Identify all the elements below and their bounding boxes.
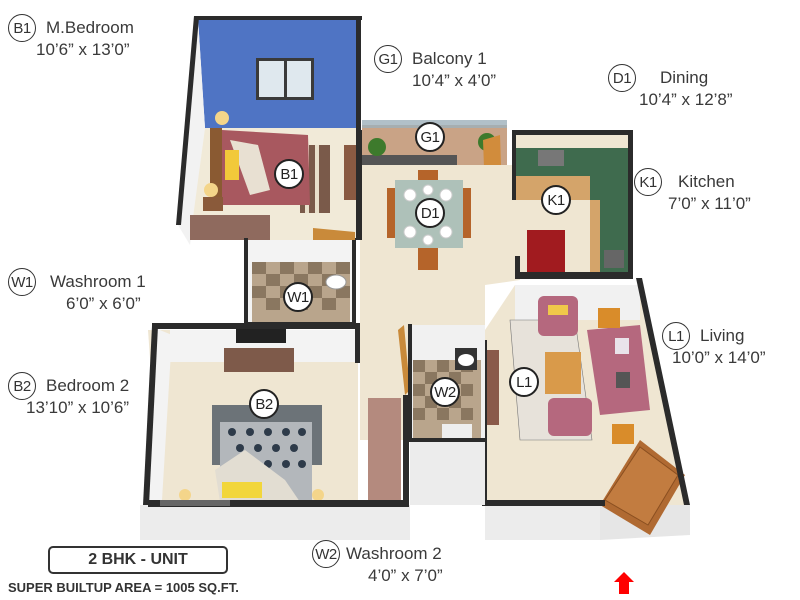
room-code-badge: L1: [662, 322, 690, 350]
callout-bedroom-2: B2 Bedroom 2 13’10” x 10’6”: [8, 372, 129, 418]
room-dimensions: 4’0” x 7’0”: [368, 566, 443, 585]
room-code-badge: W2: [312, 540, 340, 568]
room-name: Balcony 1: [412, 49, 487, 68]
super-builtup-area: SUPER BUILTUP AREA = 1005 SQ.FT.: [8, 580, 239, 595]
room-dimensions: 6’0” x 6’0”: [66, 294, 141, 313]
plan-badge-k1: K1: [541, 185, 571, 215]
room-name: M.Bedroom: [46, 18, 134, 37]
unit-type-label: 2 BHK - UNIT: [48, 546, 228, 574]
plan-badge-b1: B1: [274, 159, 304, 189]
callout-washroom-2: W2 Washroom 2 4’0” x 7’0”: [312, 540, 443, 586]
room-code-badge: B2: [8, 372, 36, 400]
room-dimensions: 7’0” x 11’0”: [668, 194, 751, 213]
callout-washroom-1: W1 Washroom 1 6’0” x 6’0”: [8, 268, 146, 314]
room-code-badge: W1: [8, 268, 36, 296]
room-name: Dining: [660, 68, 709, 87]
room-name: Kitchen: [678, 172, 735, 191]
up-arrow-icon: [614, 572, 634, 594]
callout-balcony: G1 Balcony 1 10’4” x 4’0”: [374, 45, 496, 91]
callout-master-bedroom: B1 M.Bedroom 10’6” x 13’0”: [8, 14, 134, 60]
room-dimensions: 10’4” x 4’0”: [412, 71, 497, 90]
callout-living: L1 Living 10’0” x 14’0”: [662, 322, 766, 368]
callout-kitchen: K1 Kitchen 7’0” x 11’0”: [634, 168, 751, 214]
room-code-badge: G1: [374, 45, 402, 73]
room-dimensions: 13’10” x 10’6”: [26, 398, 130, 417]
room-dimensions: 10’6” x 13’0”: [36, 40, 130, 59]
plan-badge-l1: L1: [509, 367, 539, 397]
plan-badge-d1: D1: [415, 198, 445, 228]
callout-dining: D1 Dining 10’4” x 12’8”: [608, 64, 733, 110]
room-code-badge: K1: [634, 168, 662, 196]
plan-badge-g1: G1: [415, 122, 445, 152]
room-name: Bedroom 2: [46, 376, 130, 395]
room-name: Washroom 2: [346, 544, 442, 563]
plan-badge-w1: W1: [283, 282, 313, 312]
room-dimensions: 10’4” x 12’8”: [639, 90, 733, 109]
plan-badge-b2: B2: [249, 389, 279, 419]
room-name: Washroom 1: [50, 272, 146, 291]
room-name: Living: [700, 326, 745, 345]
plan-badge-w2: W2: [430, 377, 460, 407]
room-code-badge: B1: [8, 14, 36, 42]
room-code-badge: D1: [608, 64, 636, 92]
room-dimensions: 10’0” x 14’0”: [672, 348, 766, 367]
